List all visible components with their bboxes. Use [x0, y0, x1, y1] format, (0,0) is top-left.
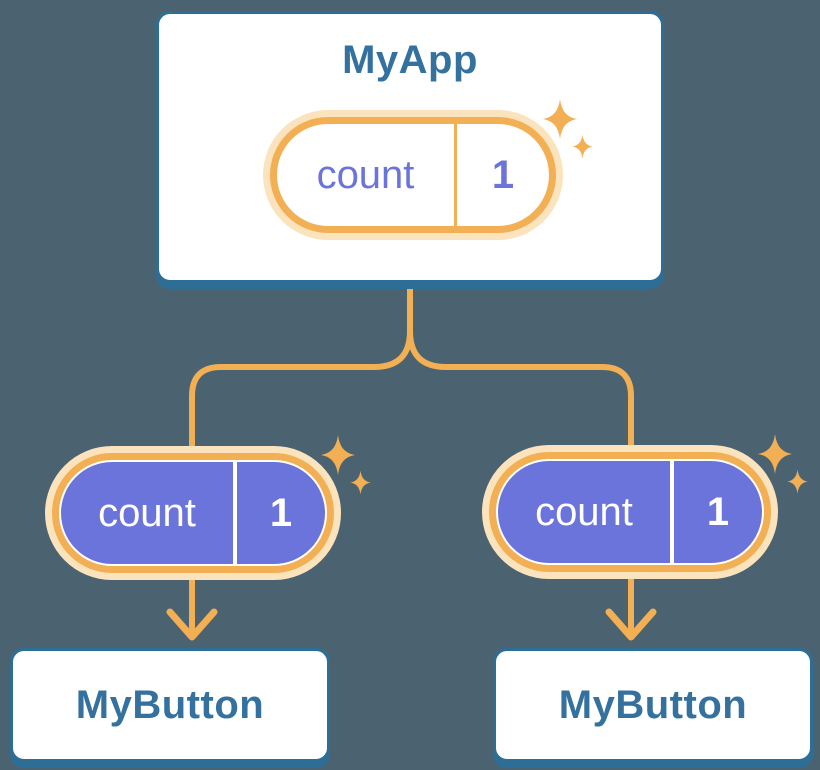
pill-divider: [233, 462, 237, 564]
state-value: 1: [706, 489, 730, 534]
component-title: MyButton: [558, 682, 748, 727]
sparkle-icon-large: [541, 97, 579, 141]
state-pill-body: count 1: [498, 461, 762, 563]
state-label: count: [98, 490, 196, 535]
connector-left-branch: [189, 277, 413, 635]
state-value: 1: [491, 152, 515, 197]
sparkle-icon-large: [319, 433, 357, 477]
state-pill-ring: count 1: [489, 452, 771, 572]
state-pill-ring: count 1: [270, 117, 556, 233]
component-title: MyButton: [75, 682, 265, 727]
arrow-down-icon: [605, 608, 657, 641]
state-pill-root: count 1: [263, 99, 593, 240]
sparkle-icon-small: [349, 470, 372, 495]
connector-right-branch: [407, 277, 634, 635]
state-pill-ring: count 1: [52, 453, 334, 573]
state-pill-child-left: count 1: [45, 435, 371, 580]
sparkle-icon-small: [786, 469, 809, 494]
component-card-root: MyApp count 1: [156, 11, 664, 283]
state-label: count: [535, 489, 633, 534]
pill-divider: [670, 461, 674, 563]
pill-divider: [454, 124, 457, 226]
component-title: MyApp: [342, 38, 478, 82]
sparkle-icon-small: [571, 134, 594, 159]
state-value: 1: [269, 490, 293, 535]
component-card-child-left: MyButton: [10, 648, 330, 762]
state-pill-body: count 1: [277, 124, 549, 226]
state-pill-child-right: count 1: [482, 434, 808, 579]
state-label: count: [316, 152, 415, 197]
sparkle-icon-large: [756, 432, 794, 476]
arrow-down-icon: [166, 608, 218, 641]
state-pill-body: count 1: [61, 462, 325, 564]
component-card-child-right: MyButton: [493, 648, 813, 762]
